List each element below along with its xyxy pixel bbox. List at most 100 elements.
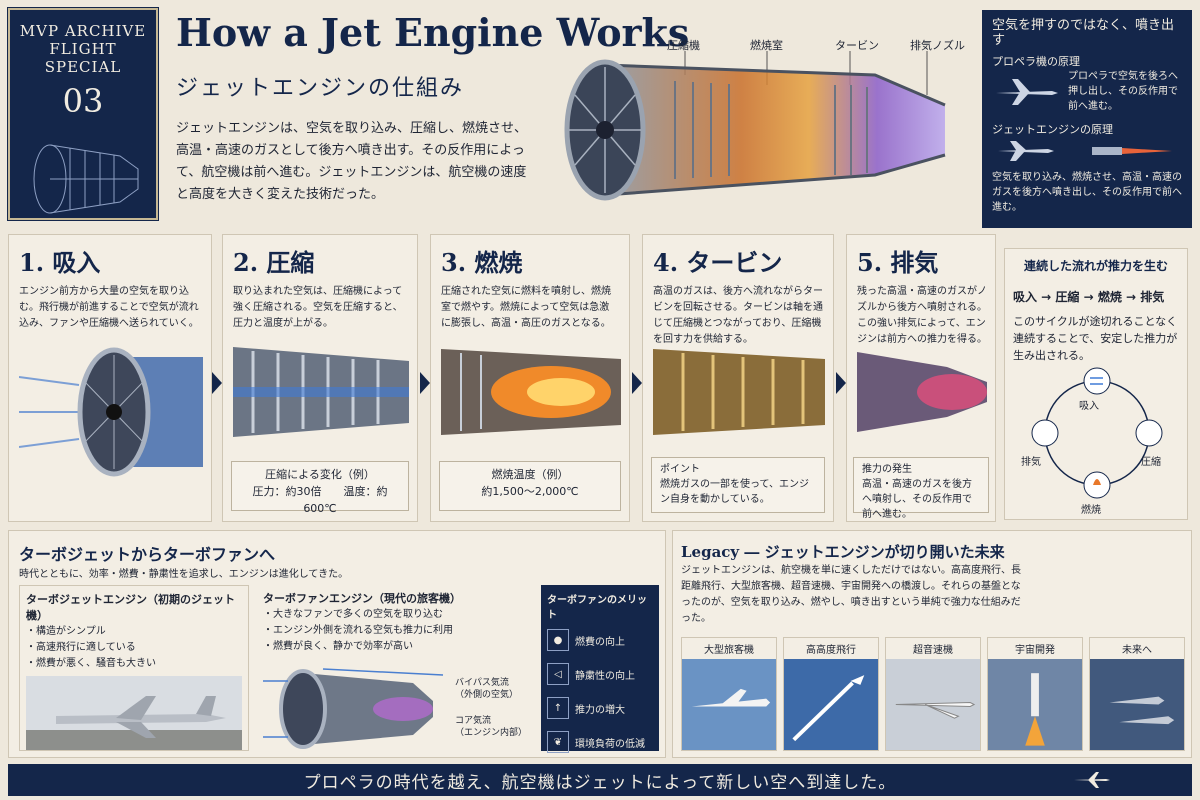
page-title: How a Jet Engine Works xyxy=(176,10,690,55)
note-text: 約1,500～2,000℃ xyxy=(481,485,579,498)
early-jet-image xyxy=(26,676,242,750)
legacy-text: ジェットエンジンは、航空機を単に速くしただけではない。高高度飛行、長距離飛行、大… xyxy=(681,565,1021,624)
note-title: 推力の発生 xyxy=(862,464,912,475)
step-combustion: 3. 燃焼 圧縮された空気に燃料を噴射し、燃焼室で燃やす。燃焼によって空気は急激… xyxy=(430,234,630,522)
legacy-title: Legacy ― ジェットエンジンが切り開いた未来 xyxy=(681,543,1005,561)
turbofan-point: ・燃費が良く、静かで効率が高い xyxy=(263,641,413,652)
note-title: ポイント xyxy=(660,464,700,475)
exhaust-note: 推力の発生 高温・高速のガスを後方へ噴射し、その反作用で前へ進む。 xyxy=(853,457,989,520)
flow-arrow-icon xyxy=(632,372,642,394)
combustion-note: 燃焼温度（例） 約1,500～2,000℃ xyxy=(439,461,621,511)
legacy-cards: 大型旅客機 高高度飛行 超音速機 宇宙開発 未来へ xyxy=(681,637,1185,751)
cycle-node-exhaust: 排気 xyxy=(1021,457,1041,468)
step-title: 4. タービン xyxy=(653,248,783,277)
note-text: 燃焼ガスの一部を使って、エンジン自身を動かしている。 xyxy=(660,479,809,505)
fuel-drop-icon: ● xyxy=(547,629,569,651)
exhaust-nozzle-icon xyxy=(857,352,987,432)
merits-title: ターボファンのメリット xyxy=(547,595,647,621)
leaf-icon: ❦ xyxy=(547,731,569,753)
step-title: 3. 燃焼 xyxy=(441,248,523,277)
legacy-card-space: 宇宙開発 xyxy=(987,637,1083,751)
principle-panel: 空気を押すのではなく、噴き出す プロペラ機の原理 プロペラで空気を後ろへ押し出し… xyxy=(982,10,1192,228)
label-turbine: タービン xyxy=(835,39,879,52)
principle-heading: 空気を押すのではなく、噴き出す xyxy=(992,18,1175,48)
rocket-launch-image xyxy=(988,659,1082,750)
plane-icon xyxy=(1074,772,1110,788)
step-compression: 2. 圧縮 取り込まれた空気は、圧縮機によって強く圧縮される。空気を圧縮すると、… xyxy=(222,234,418,522)
jet-principle-text: 空気を取り込み、燃焼させ、高温・高速のガスを後方へ噴き出し、その反作用で前へ進む… xyxy=(992,172,1182,213)
turbojet-point: ・高速飛行に適している xyxy=(26,642,136,653)
engine-cutaway-illustration: 圧縮機 燃焼室 タービン 排気ノズル xyxy=(545,25,975,230)
future-jets-image xyxy=(1090,659,1184,750)
cycle-node-combust: 燃焼 xyxy=(1081,505,1101,516)
merit-item: ❦環境負荷の低減 xyxy=(547,731,653,753)
flow-arrow-icon xyxy=(212,372,222,394)
arrow-up-icon: ↑ xyxy=(547,697,569,719)
badge-line2: FLIGHT SPECIAL xyxy=(44,40,122,76)
note-title: 燃焼温度（例） xyxy=(491,468,569,481)
jet-plane-icon xyxy=(998,141,1172,161)
page-subtitle: ジェットエンジンの仕組み xyxy=(176,76,465,101)
turbofan-card: ターボファンエンジン（現代の旅客機） ・大きなファンで多くの空気を取り込む ・エ… xyxy=(257,585,529,751)
turbojet-point: ・燃費が悪く、騒音も大きい xyxy=(26,658,156,669)
supersonic-image xyxy=(886,659,980,750)
label-nozzle: 排気ノズル xyxy=(910,39,965,52)
cycle-title: 連続した流れが推力を生む xyxy=(1023,259,1168,273)
combustor-icon xyxy=(441,349,621,435)
legacy-panel: Legacy ― ジェットエンジンが切り開いた未来 ジェットエンジンは、航空機を… xyxy=(672,530,1192,758)
badge-line1: MVP ARCHIVE xyxy=(19,22,147,40)
propeller-plane-icon xyxy=(996,78,1058,105)
legacy-card-future: 未来へ xyxy=(1089,637,1185,751)
step-description: 取り込まれた空気は、圧縮機によって強く圧縮される。空気を圧縮すると、圧力と温度が… xyxy=(233,286,403,329)
compression-note: 圧縮による変化（例） 圧力：約30倍 温度：約600℃ xyxy=(231,461,409,515)
badge-number: 03 xyxy=(62,82,104,120)
flow-arrow-icon xyxy=(836,372,846,394)
merits-panel: ターボファンのメリット ●燃費の向上 ◁静粛性の向上 ↑推力の増大 ❦環境負荷の… xyxy=(541,585,659,753)
turbofan-point: ・大きなファンで多くの空気を取り込む xyxy=(263,609,443,620)
step-title: 2. 圧縮 xyxy=(233,248,315,277)
evolution-title: ターボジェットからターボファンへ xyxy=(19,545,276,564)
cycle-panel: 連続した流れが推力を生む 吸入 → 圧縮 → 燃焼 → 排気 このサイクルが途切… xyxy=(1004,248,1188,520)
jet-principle-title: ジェットエンジンの原理 xyxy=(992,123,1113,136)
note-text: 高温・高速のガスを後方へ噴射し、その反作用で前へ進む。 xyxy=(862,479,972,520)
step-description: 残った高温・高速のガスがノズルから後方へ噴射される。この強い排気によって、エンジ… xyxy=(857,286,987,345)
footer-text: プロペラの時代を越え、航空機はジェットによって新しい空へ到達した。 xyxy=(303,772,897,793)
step-turbine: 4. タービン 高温のガスは、後方へ流れながらタービンを回転させる。タービンは軸… xyxy=(642,234,834,522)
cycle-node-compress: 圧縮 xyxy=(1141,457,1161,468)
legacy-card-supersonic: 超音速機 xyxy=(885,637,981,751)
flow-arrow-icon xyxy=(420,372,430,394)
cycle-node-intake: 吸入 xyxy=(1079,401,1099,412)
bypass-label: バイパス気流（外側の空気） xyxy=(455,678,519,700)
turbine-icon xyxy=(653,349,825,435)
step-title: 1. 吸入 xyxy=(19,248,101,277)
step-title: 5. 排気 xyxy=(857,248,939,277)
airliner-image xyxy=(682,659,776,750)
turbojet-point: ・構造がシンプル xyxy=(26,626,106,637)
note-text: 圧力：約30倍 温度：約600℃ xyxy=(252,485,388,515)
evolution-panel: ターボジェットからターボファンへ 時代とともに、効率・燃費・静粛性を追求し、エン… xyxy=(8,530,666,758)
prop-principle-title: プロペラ機の原理 xyxy=(992,55,1080,68)
turbofan-point: ・エンジン外側を流れる空気も推力に利用 xyxy=(263,625,453,636)
step-description: 圧縮された空気に燃料を噴射し、燃焼室で燃やす。燃焼によって空気は急激に膨張し、高… xyxy=(441,286,611,329)
label-compressor: 圧縮機 xyxy=(667,39,700,52)
cycle-diagram xyxy=(1031,367,1163,499)
intake-fan-icon xyxy=(19,347,203,477)
merit-item: ●燃費の向上 xyxy=(547,629,653,651)
prop-principle-text: プロペラで空気を後ろへ押し出し、その反作用で前へ進む。 xyxy=(1068,71,1178,112)
step-description: 高温のガスは、後方へ流れながらタービンを回転させる。タービンは軸を通じて圧縮機と… xyxy=(653,286,823,345)
cycle-flow: 吸入 → 圧縮 → 燃焼 → 排気 xyxy=(1013,290,1165,304)
step-intake: 1. 吸入 エンジン前方から大量の空気を取り込む。飛行機が前進することで空気が流… xyxy=(8,234,212,522)
engine-sketch-icon xyxy=(33,144,139,214)
archive-badge: MVP ARCHIVE FLIGHT SPECIAL 03 xyxy=(7,7,159,221)
step-description: エンジン前方から大量の空気を取り込む。飛行機が前進することで空気が流れ込み、ファ… xyxy=(19,286,199,329)
turbine-note: ポイント 燃焼ガスの一部を使って、エンジン自身を動かしている。 xyxy=(651,457,825,513)
high-altitude-image xyxy=(784,659,878,750)
turbofan-engine-image xyxy=(263,668,444,749)
legacy-card-altitude: 高高度飛行 xyxy=(783,637,879,751)
legacy-card-airliner: 大型旅客機 xyxy=(681,637,777,751)
merit-item: ↑推力の増大 xyxy=(547,697,653,719)
footer-banner: プロペラの時代を越え、航空機はジェットによって新しい空へ到達した。 xyxy=(8,764,1192,796)
compressor-icon xyxy=(233,347,409,437)
label-combustor: 燃焼室 xyxy=(750,39,783,52)
step-exhaust: 5. 排気 残った高温・高速のガスがノズルから後方へ噴射される。この強い排気によ… xyxy=(846,234,996,522)
